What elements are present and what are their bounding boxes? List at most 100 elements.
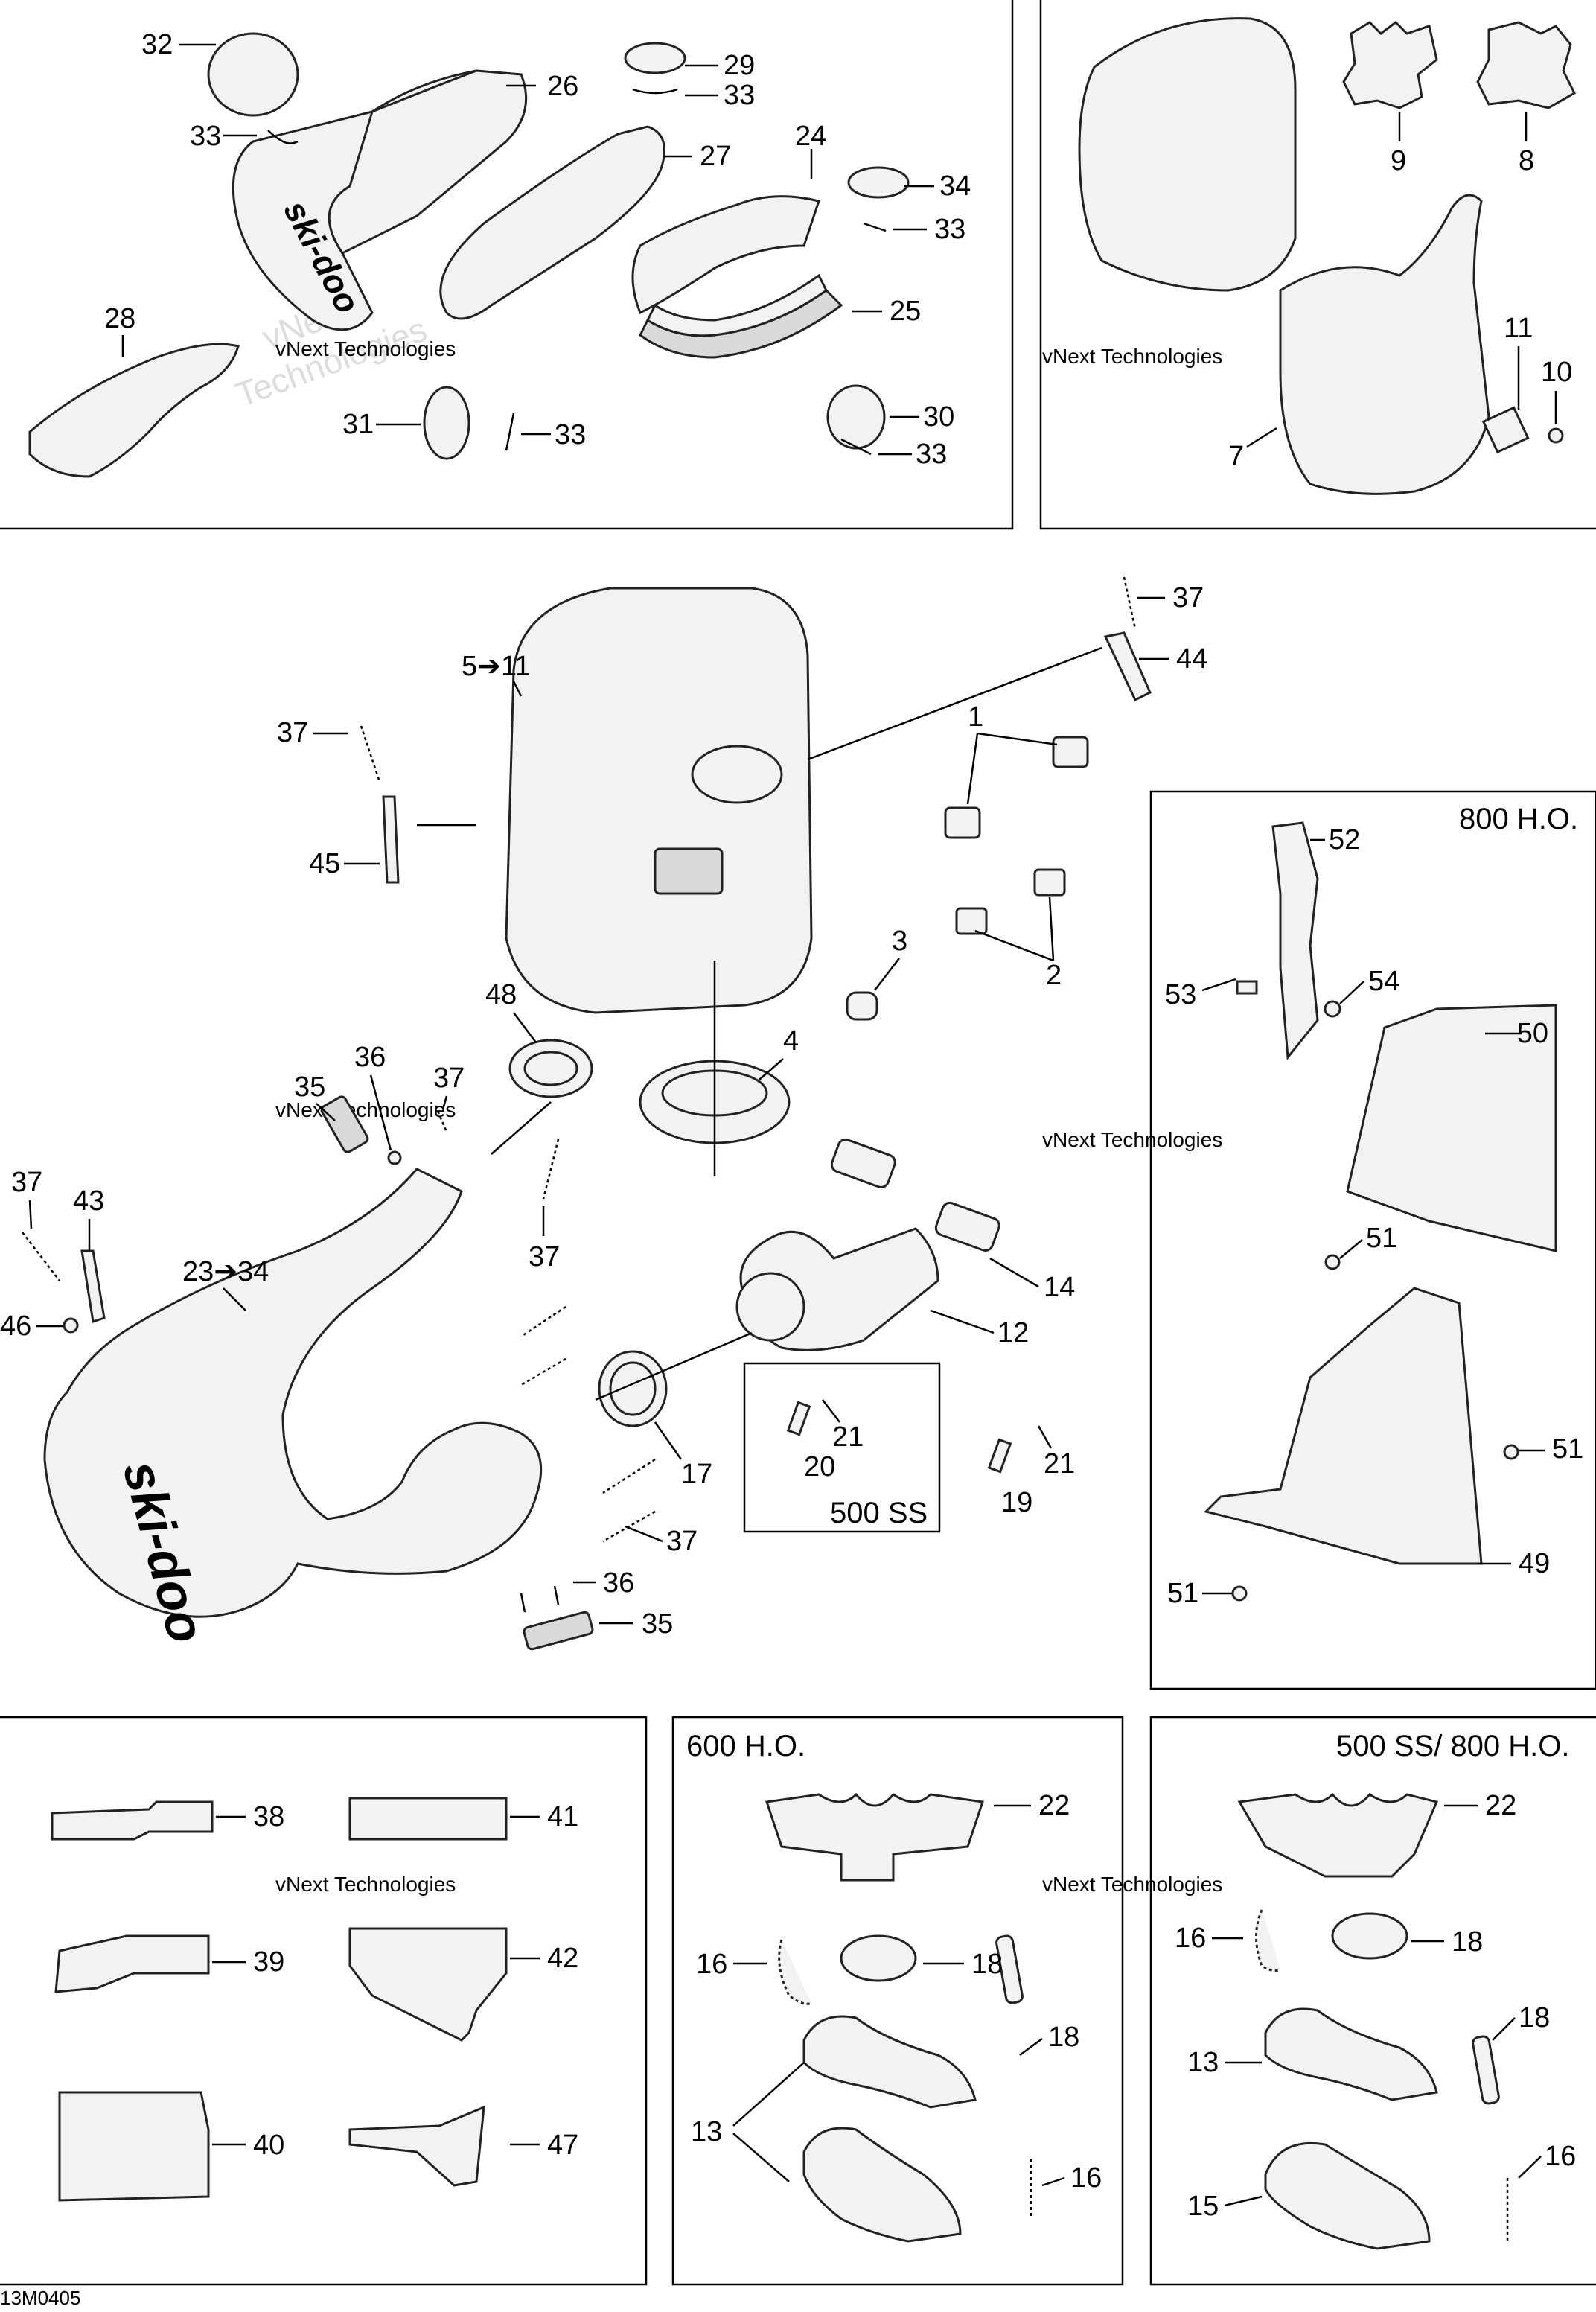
callout-51b: 51 — [1552, 1433, 1583, 1465]
callout-24: 24 — [795, 121, 826, 152]
title-600ho: 600 H.O. — [686, 1730, 805, 1762]
seal-48-inner — [523, 1051, 578, 1086]
leader-23-34 — [223, 1287, 246, 1311]
callout-18d: 18 — [1519, 2002, 1550, 2034]
leader-2 — [974, 897, 1055, 962]
document-id: 13M0405 — [0, 2287, 80, 2309]
callout-34: 34 — [939, 171, 971, 202]
muffler-shell — [1078, 17, 1297, 292]
callout-32: 32 — [141, 29, 173, 60]
watermark-label: vNext Technologies — [275, 337, 456, 360]
gasket-14a — [830, 1138, 896, 1188]
leader-16b — [1041, 2176, 1065, 2187]
leader-16d — [1518, 2156, 1542, 2179]
callout-2: 2 — [1046, 960, 1062, 991]
leader-13a — [732, 2062, 805, 2182]
leader-5-11 — [512, 681, 523, 697]
callout-22a: 22 — [1038, 1790, 1070, 1821]
callout-33d: 33 — [555, 419, 586, 450]
clamp-35a — [320, 1095, 369, 1153]
callout-16c: 16 — [1175, 1923, 1206, 1954]
leader-53 — [1201, 978, 1236, 992]
leader-14 — [989, 1257, 1039, 1288]
top-left-parts: ski-doo 32 26 29 33 33 27 — [28, 29, 971, 478]
arrow-17 — [595, 1331, 753, 1401]
ring-18c — [1331, 1912, 1408, 1960]
spring-37f — [520, 1305, 566, 1338]
plate-11 — [1481, 406, 1530, 454]
bracket-2a — [955, 907, 988, 935]
spring-37h — [602, 1458, 656, 1494]
ring-34 — [847, 166, 910, 199]
ring-32 — [207, 32, 299, 117]
callout-22b: 22 — [1485, 1790, 1516, 1821]
callout-25: 25 — [890, 296, 921, 327]
frame-500ss-800ho — [1149, 1716, 1596, 2286]
callout-47: 47 — [547, 2130, 578, 2161]
callout-54: 54 — [1368, 966, 1399, 997]
frame-800ho — [1149, 790, 1596, 1690]
screw-36a — [387, 1150, 402, 1165]
callout-53: 53 — [1165, 979, 1196, 1010]
leader-1 — [966, 732, 1058, 805]
leader-37f — [625, 1525, 663, 1543]
callout-46: 46 — [0, 1311, 31, 1342]
callout-10: 10 — [1541, 357, 1572, 388]
spring-33 — [267, 130, 299, 144]
decal-38 — [51, 1800, 214, 1841]
callout-30: 30 — [923, 401, 954, 433]
spring-33 — [632, 88, 678, 95]
callout-33e: 33 — [916, 439, 947, 470]
leader-3 — [874, 958, 900, 991]
panel-decals: 38 41 39 42 40 47 — [51, 1797, 578, 2202]
leader-48 — [513, 1012, 537, 1043]
frame-top-left — [0, 0, 1014, 530]
callout-18c: 18 — [1452, 1926, 1483, 1958]
callout-33b: 33 — [724, 80, 755, 111]
callout-7: 7 — [1228, 441, 1244, 472]
callout-51a: 51 — [1366, 1223, 1397, 1254]
bolt-20 — [786, 1401, 811, 1436]
frame-600ho — [671, 1716, 1124, 2286]
decal-40 — [58, 2091, 210, 2202]
ring-31 — [423, 386, 470, 460]
nut-54 — [1324, 1000, 1341, 1018]
top-right-parts: 9 8 11 10 7 — [1078, 17, 1576, 495]
screw-36b — [520, 1585, 560, 1613]
seal-17-inner — [609, 1361, 657, 1416]
callout-17: 17 — [681, 1459, 712, 1490]
watermark-label: vNext Technologies — [1042, 1128, 1222, 1151]
callout-16d: 16 — [1545, 2141, 1576, 2172]
callout-43: 43 — [73, 1185, 104, 1217]
callout-37f: 37 — [666, 1526, 698, 1557]
frame-top-right — [1039, 0, 1596, 530]
panel-500ss-800ho: 500 SS/ 800 H.O. 22 16 18 18 13 15 16 — [1175, 1730, 1576, 2250]
callout-1: 1 — [968, 701, 983, 733]
callout-49: 49 — [1519, 1548, 1550, 1579]
leader-18d — [1492, 2017, 1516, 2041]
callout-13a: 13 — [691, 2116, 722, 2147]
flange-15 — [1264, 2141, 1431, 2250]
panel-800ho: 800 H.O. 52 53 54 50 51 51 51 49 — [1165, 803, 1583, 1609]
leader-17 — [654, 1421, 683, 1460]
callout-14: 14 — [1044, 1272, 1075, 1303]
nut-51b — [1503, 1444, 1519, 1460]
callout-18b: 18 — [1048, 2022, 1079, 2053]
callout-31: 31 — [342, 409, 374, 440]
decal-42 — [348, 1927, 508, 2042]
elbow-24 — [631, 195, 820, 315]
tuned-pipe-top-half — [328, 69, 528, 255]
bracket-1b — [1052, 736, 1089, 768]
nut-46 — [63, 1317, 79, 1334]
screw-10 — [1548, 427, 1564, 444]
ring-30 — [826, 384, 886, 450]
clip-18b — [995, 1934, 1024, 2004]
title-500ss-inset: 500 SS — [830, 1497, 928, 1529]
callout-37a: 37 — [1172, 582, 1204, 614]
title-500ss-800ho: 500 SS/ 800 H.O. — [1336, 1730, 1570, 1762]
decal-47 — [348, 2105, 485, 2187]
leader-37c — [441, 1095, 448, 1110]
callout-41: 41 — [547, 1801, 578, 1832]
ring-29 — [624, 42, 686, 74]
watermark-label: vNext Technologies — [275, 1098, 456, 1121]
